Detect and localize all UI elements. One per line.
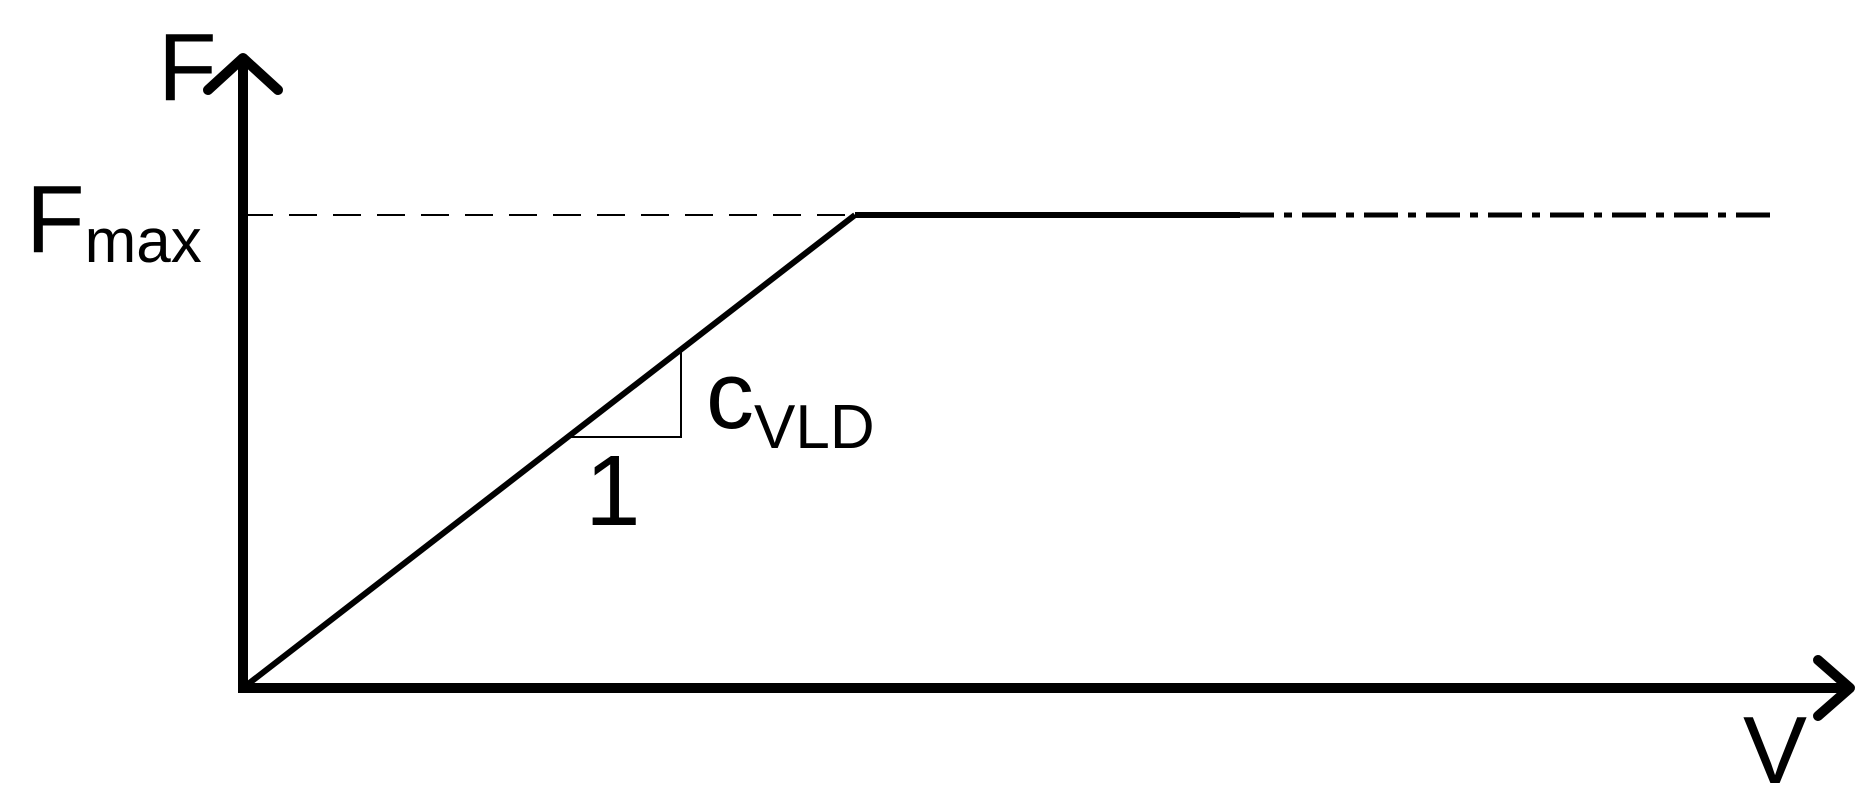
run-label: 1 — [585, 435, 641, 547]
slope-label: cVLD — [706, 342, 875, 462]
slope-triangle — [569, 350, 682, 438]
y-axis-label: F — [158, 14, 217, 121]
x-axis-label: V — [1743, 697, 1807, 798]
x-axis-arrowhead — [1813, 655, 1855, 721]
fmax-label-sub: max — [85, 207, 202, 276]
fmax-label-main: F — [26, 166, 85, 273]
slope-label-main: c — [706, 342, 754, 449]
slope-label-sub: VLD — [754, 393, 875, 462]
linear-segment — [241, 212, 857, 691]
fmax-label: Fmax — [26, 166, 202, 276]
y-axis-arrowhead — [203, 53, 283, 95]
